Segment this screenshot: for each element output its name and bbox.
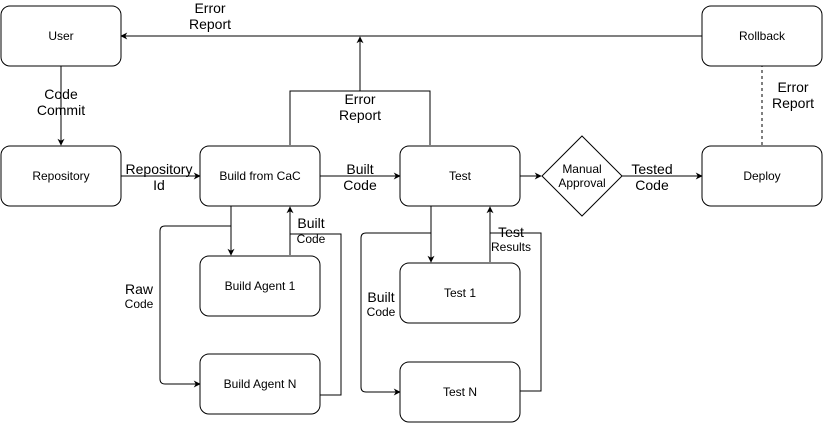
- node-build-agent-1: Build Agent 1: [199, 255, 321, 317]
- label-built-code-line1: Built: [346, 161, 373, 177]
- node-user: User: [0, 5, 122, 67]
- node-test-n: Test N: [399, 361, 521, 423]
- node-build: Build from CaC: [199, 145, 321, 207]
- label-error-mid-line2: Report: [339, 107, 381, 123]
- label-repository-id-line1: Repository: [126, 161, 193, 177]
- edge-testN-results: [490, 232, 542, 392]
- label-test-built-line1: Built: [367, 289, 394, 305]
- node-test1-label: Test 1: [444, 286, 476, 300]
- node-build-label: Build from CaC: [219, 169, 301, 183]
- label-raw-code-line2: Code: [125, 297, 154, 311]
- label-test-results-line1: Test: [498, 224, 524, 240]
- node-rollback: Rollback: [701, 5, 823, 67]
- label-code-commit-line1: Code: [44, 86, 78, 102]
- node-deploy-label: Deploy: [743, 169, 780, 183]
- node-deploy: Deploy: [701, 145, 823, 207]
- node-build-agent-n: Build Agent N: [199, 353, 321, 415]
- label-agent-built-line1: Built: [297, 215, 324, 231]
- label-error-top-line1: Error: [194, 0, 225, 16]
- node-repository: Repository: [0, 145, 122, 207]
- node-manual-approval: Manual Approval: [541, 135, 623, 217]
- label-repository-id-line2: Id: [153, 177, 165, 193]
- node-testN-label: Test N: [443, 385, 477, 399]
- node-test: Test: [399, 145, 521, 207]
- label-error-mid-line1: Error: [344, 91, 375, 107]
- node-rollback-label: Rollback: [739, 29, 786, 43]
- label-raw-code-line1: Raw: [125, 281, 154, 297]
- label-test-results-line2: Results: [491, 240, 531, 254]
- label-test-built-line2: Code: [367, 305, 396, 319]
- edge-built-code-to-testN: [360, 232, 431, 396]
- edge-agentN-built-code: [290, 233, 342, 396]
- label-code-commit-line2: Commit: [37, 102, 85, 118]
- label-error-top-line2: Report: [189, 16, 231, 32]
- node-agentN-label: Build Agent N: [224, 377, 297, 391]
- node-agent1-label: Build Agent 1: [225, 279, 296, 293]
- node-test-1: Test 1: [399, 262, 521, 324]
- label-error-right-line2: Report: [772, 95, 814, 111]
- edge-raw-code-to-agentN: [159, 225, 231, 388]
- node-repository-label: Repository: [32, 169, 89, 183]
- label-agent-built-line2: Code: [297, 232, 326, 246]
- node-approval-label-line2: Approval: [558, 176, 605, 190]
- label-built-code-line2: Code: [343, 177, 377, 193]
- node-test-label: Test: [449, 169, 472, 183]
- label-error-right-line1: Error: [777, 79, 808, 95]
- label-tested-code-line1: Tested: [631, 161, 672, 177]
- label-tested-code-line2: Code: [635, 177, 669, 193]
- node-approval-label-line1: Manual: [562, 162, 601, 176]
- node-user-label: User: [48, 29, 73, 43]
